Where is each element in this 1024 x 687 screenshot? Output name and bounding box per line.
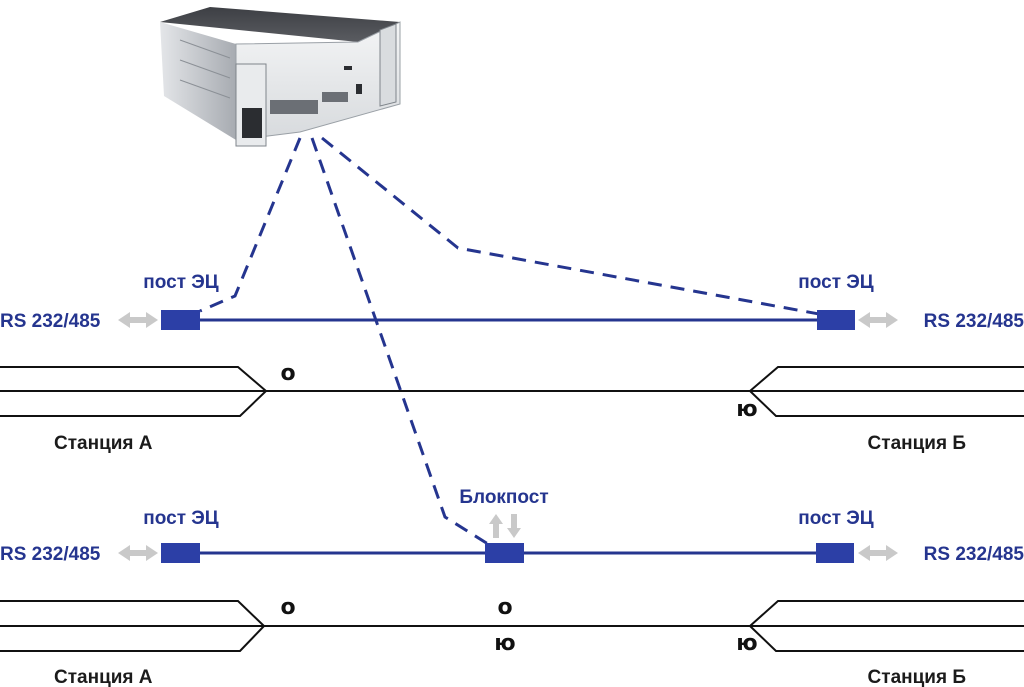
down-arrow-icon bbox=[507, 514, 521, 538]
bottom-left-interface-label: RS 232/485 bbox=[0, 544, 101, 565]
bottom-right-signal: ю bbox=[736, 631, 757, 656]
bottom-right-post-label: пост ЭЦ bbox=[798, 508, 873, 529]
controller-side-face bbox=[160, 22, 236, 140]
bottom-left-siding-lower bbox=[0, 625, 265, 652]
controller-vent-line bbox=[179, 39, 231, 59]
top-left-post-block bbox=[161, 310, 200, 330]
top-right-interface-arrow bbox=[858, 312, 898, 328]
controller-top-face bbox=[160, 7, 400, 42]
link-to-top-left-post bbox=[199, 137, 302, 313]
top-tracks bbox=[0, 366, 1024, 417]
top-right-siding-lower bbox=[749, 390, 1024, 417]
bottom-left-siding-upper bbox=[0, 600, 265, 627]
controller-unit-image bbox=[160, 7, 401, 147]
top-right-post-label: пост ЭЦ bbox=[798, 272, 873, 293]
top-left-station-label: Станция А bbox=[54, 433, 153, 454]
top-left-siding-upper bbox=[0, 366, 267, 392]
controller-indicator bbox=[344, 66, 352, 70]
controller-terminal-block bbox=[270, 100, 318, 114]
top-left-interface-arrow bbox=[118, 312, 158, 328]
up-arrow-icon bbox=[489, 514, 503, 538]
bottom-right-siding-upper bbox=[749, 600, 1024, 627]
top-left-siding-lower bbox=[0, 390, 267, 417]
bottom-tracks bbox=[0, 600, 1024, 652]
controller-vent-line bbox=[179, 79, 231, 99]
top-left-post-label: пост ЭЦ bbox=[143, 272, 218, 293]
bottom-right-post-block bbox=[816, 543, 854, 563]
bottom-scheme: пост ЭЦ Блокпост пост ЭЦ RS 232/485 RS 2… bbox=[0, 487, 1024, 687]
bottom-right-station-label: Станция Б bbox=[868, 667, 966, 687]
blockpost-io-arrows bbox=[489, 514, 521, 538]
top-right-signal: ю bbox=[736, 397, 757, 422]
blockpost-signal-lower: ю bbox=[494, 631, 515, 656]
bottom-left-post-block bbox=[161, 543, 200, 563]
link-to-blockpost bbox=[310, 137, 489, 546]
bottom-right-interface-arrow bbox=[858, 545, 898, 561]
top-scheme: пост ЭЦ пост ЭЦ RS 232/485 RS 232/485 о … bbox=[0, 272, 1024, 454]
top-left-signal: о bbox=[280, 361, 295, 386]
blockpost-signal-upper: о bbox=[497, 595, 512, 620]
top-left-interface-label: RS 232/485 bbox=[0, 311, 101, 332]
top-right-interface-label: RS 232/485 bbox=[924, 311, 1024, 332]
link-to-top-right-post bbox=[321, 136, 831, 318]
top-right-station-label: Станция Б bbox=[868, 433, 966, 454]
bottom-left-post-label: пост ЭЦ bbox=[143, 508, 218, 529]
bottom-left-signal: о bbox=[280, 595, 295, 620]
blockpost-label: Блокпост bbox=[459, 487, 548, 508]
controller-terminal-block bbox=[322, 92, 348, 102]
top-right-siding-upper bbox=[749, 366, 1024, 392]
controller-right-bracket bbox=[379, 23, 397, 107]
controller-indicator bbox=[356, 84, 362, 94]
top-right-post-block bbox=[817, 310, 855, 330]
controller-vent-line bbox=[179, 59, 231, 79]
blockpost-block bbox=[485, 543, 524, 563]
bottom-left-interface-arrow bbox=[118, 545, 158, 561]
bottom-right-siding-lower bbox=[749, 625, 1024, 652]
controller-label-strip bbox=[242, 108, 262, 138]
comm-links bbox=[199, 136, 831, 546]
bottom-left-station-label: Станция А bbox=[54, 667, 153, 687]
bottom-right-interface-label: RS 232/485 bbox=[924, 544, 1024, 565]
